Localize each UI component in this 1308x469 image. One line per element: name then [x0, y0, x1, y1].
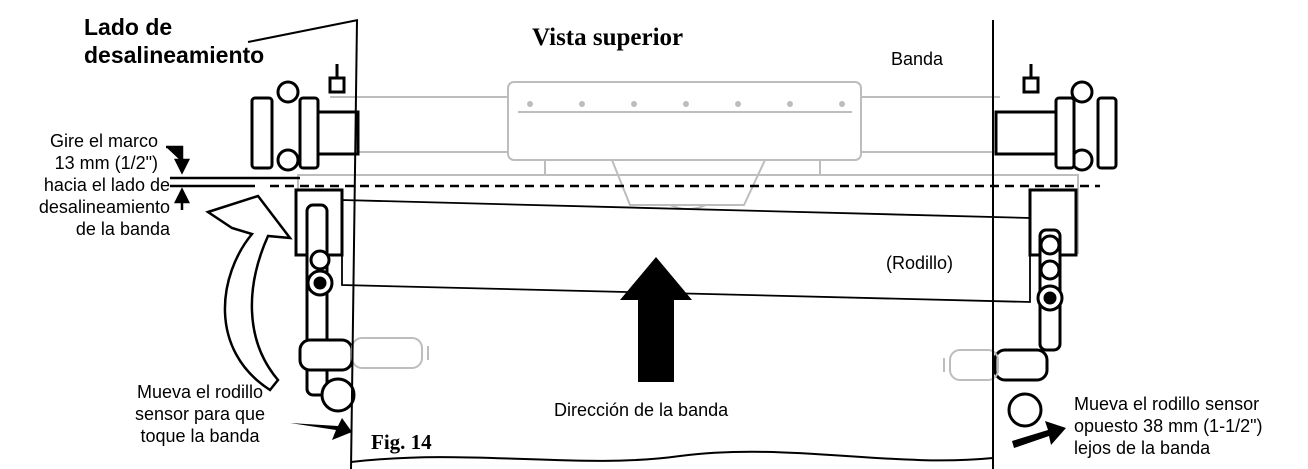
turn-frame-line2: 13 mm (1/2") [54, 153, 158, 173]
left-pointer-arrow [290, 418, 352, 440]
left-sensor-faint [351, 337, 429, 369]
roller [341, 199, 1031, 303]
move-sensor-line3: toque la banda [140, 426, 260, 446]
right-bracket [993, 188, 1078, 428]
right-pointer-arrow [1012, 421, 1066, 448]
right-actuator [994, 64, 1118, 172]
turn-frame-line5: de la banda [75, 219, 170, 239]
turn-frame-line4: desalineamiento [38, 197, 170, 217]
move-sensor-line2: sensor para que [134, 404, 266, 424]
left-actuator [250, 64, 360, 172]
move-sensor-line1: Mueva el rodillo [136, 382, 264, 402]
rotate-arrow [205, 194, 293, 392]
opposite-sensor-line1: Mueva el rodillo sensor [1074, 394, 1260, 414]
misalign-side-title-line1: Lado de [84, 14, 173, 40]
belt-label: Banda [891, 49, 944, 69]
belt-direction-arrow [620, 257, 692, 382]
offset-indicator [166, 145, 300, 210]
opposite-sensor-line2: opuesto 38 mm (1-1/2") [1074, 416, 1263, 436]
right-sensor-faint [943, 349, 999, 381]
misalign-side-title-line2: desalineamiento [84, 42, 265, 68]
top-view-heading: Vista superior [532, 24, 684, 51]
belt-direction-label: Dirección de la banda [554, 400, 729, 420]
frame-bolts [527, 101, 845, 107]
figure-caption: Fig. 14 [371, 430, 432, 454]
opposite-sensor-line3: lejos de la banda [1074, 438, 1211, 458]
left-bracket [294, 188, 356, 413]
misalign-leader-line [247, 19, 359, 43]
roller-label: (Rodillo) [886, 253, 954, 273]
turn-frame-line1: Gire el marco [49, 131, 158, 151]
turn-frame-line3: hacia el lado de [43, 175, 170, 195]
belt-outline [350, 19, 994, 469]
